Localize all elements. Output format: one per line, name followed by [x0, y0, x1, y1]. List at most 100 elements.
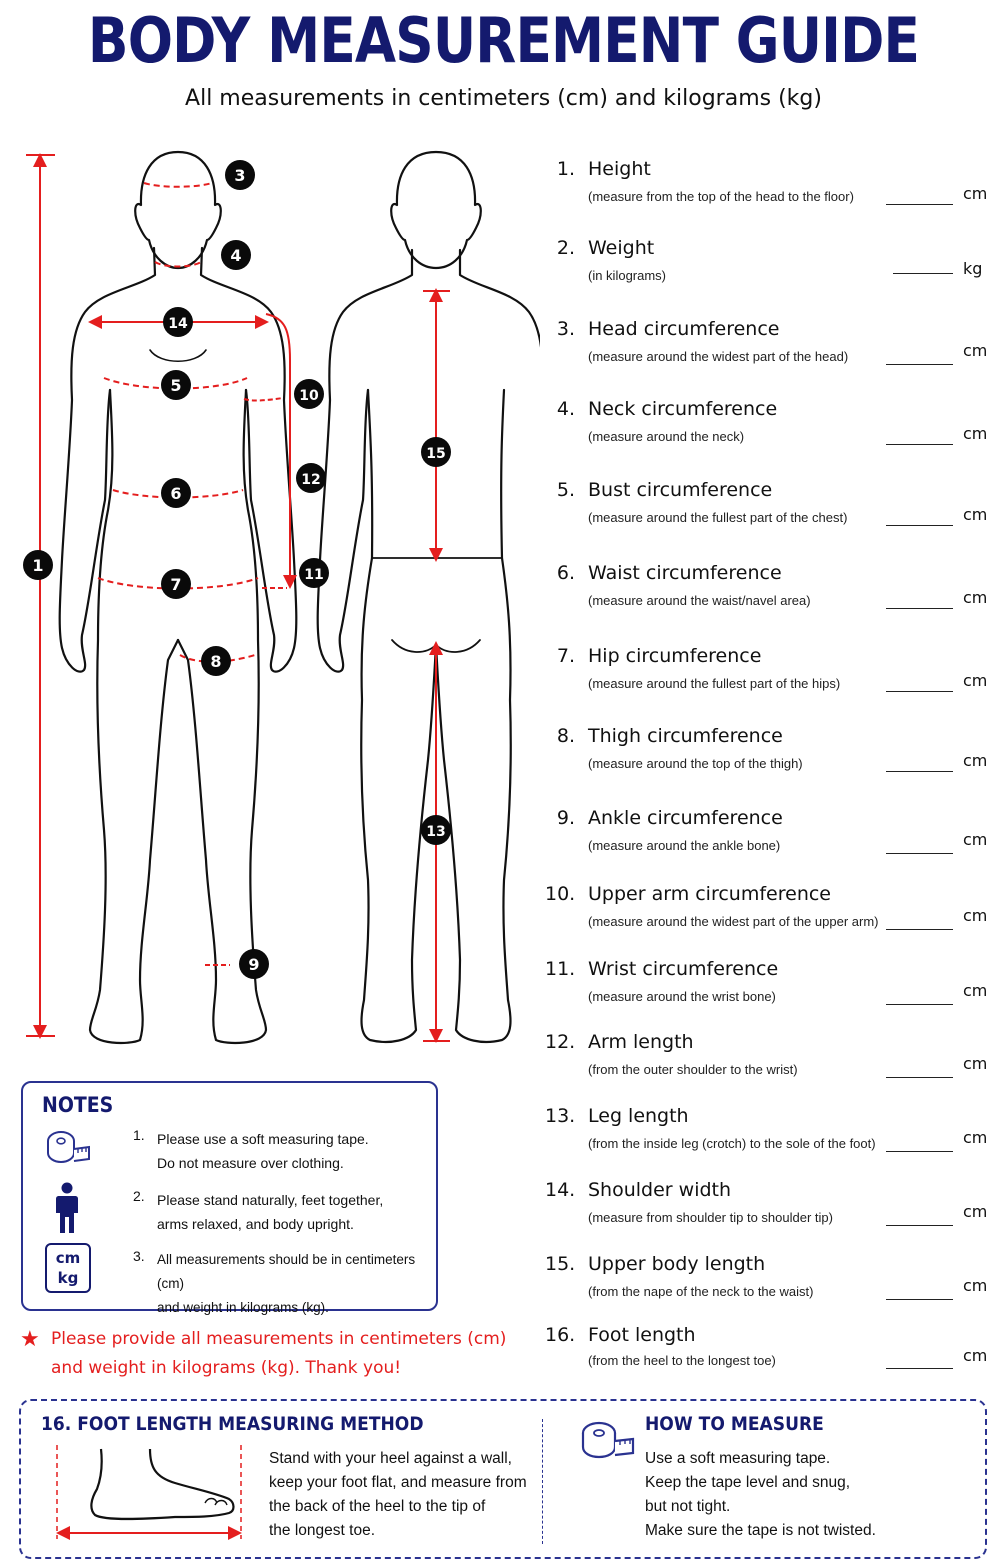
marker-label: 14: [168, 316, 188, 332]
measurement-unit: cm: [963, 1202, 988, 1221]
measurement-description: (measure from shoulder tip to shoulder t…: [588, 1210, 833, 1225]
measurement-description: (measure around the widest part of the h…: [588, 349, 849, 364]
measurement-name: Neck circumference: [588, 398, 778, 420]
marker-label: 6: [170, 484, 181, 503]
measurement-unit: cm: [963, 505, 988, 524]
measurement-description: (from the outer shoulder to the wrist): [588, 1062, 798, 1077]
foot-method-line: the back of the heel to the tip of: [269, 1498, 486, 1515]
notes-box: NOTES 1. Please use a soft measuring tap…: [21, 1081, 438, 1315]
measurement-number: 11.: [545, 958, 576, 980]
units-icon: cm kg: [45, 1243, 91, 1293]
measurement-input-line[interactable]: [886, 929, 953, 930]
star-icon: ★: [20, 1327, 40, 1352]
note-line: arms relaxed, and body upright.: [157, 1216, 354, 1232]
measurement-row: 1. Height (measure from the top of the h…: [545, 158, 1000, 218]
marker-label: 7: [170, 575, 181, 594]
measurement-input-line[interactable]: [886, 853, 953, 854]
marker-8: 8: [201, 646, 231, 676]
back-body-outline: [316, 150, 540, 1044]
measurement-number: 2.: [556, 237, 575, 259]
marker-label: 12: [301, 472, 320, 488]
measurement-name: Height: [588, 158, 651, 180]
measurement-unit: cm: [963, 906, 988, 925]
units-icon-cm: cm: [55, 1249, 81, 1267]
how-to-line: Make sure the tape is not twisted.: [645, 1522, 876, 1539]
measurement-row: 2. Weight (in kilograms) kg: [545, 237, 1000, 297]
marker-13: 13: [421, 815, 451, 845]
measurement-name: Upper arm circumference: [588, 883, 831, 905]
measurement-input-line[interactable]: [893, 273, 953, 274]
measurement-number: 16.: [545, 1324, 576, 1346]
marker-7: 7: [161, 569, 191, 599]
measurement-unit: cm: [963, 184, 988, 203]
measurement-unit: cm: [963, 671, 988, 690]
measurement-input-line[interactable]: [886, 771, 953, 772]
neck-line: [154, 261, 202, 268]
measurement-input-line[interactable]: [886, 1225, 953, 1226]
marker-label: 9: [248, 955, 259, 974]
measurement-input-line[interactable]: [886, 1077, 953, 1078]
measurement-input-line[interactable]: [886, 1299, 953, 1300]
upper-arm-line: [243, 397, 284, 402]
measurement-name: Foot length: [588, 1324, 696, 1346]
notes-title: NOTES: [42, 1093, 114, 1117]
measuring-tape-icon: [581, 1421, 635, 1459]
measurement-input-line[interactable]: [886, 364, 953, 365]
foot-method-line: Stand with your heel against a wall,: [269, 1450, 512, 1467]
measurement-row: 4. Neck circumference (measure around th…: [545, 398, 1000, 458]
marker-label: 11: [304, 567, 323, 583]
measurement-description: (measure from the top of the head to the…: [588, 189, 854, 204]
page-title: BODY MEASUREMENT GUIDE: [87, 4, 920, 77]
measurement-number: 9.: [556, 807, 575, 829]
measurement-input-line[interactable]: [886, 1151, 953, 1152]
measurement-unit: cm: [963, 1276, 988, 1295]
note-number: 3.: [133, 1248, 145, 1264]
foot-method-line: the longest toe.: [269, 1522, 375, 1539]
note-line: Do not measure over clothing.: [157, 1155, 344, 1171]
foot-method-text: Stand with your heel against a wall, kee…: [269, 1447, 527, 1543]
measurement-name: Arm length: [588, 1031, 694, 1053]
arm-length-line: [265, 313, 297, 589]
measurement-unit: kg: [963, 259, 983, 278]
thanks-line: Please provide all measurements in centi…: [51, 1329, 507, 1349]
marker-6: 6: [161, 478, 191, 508]
measurement-unit: cm: [963, 1128, 988, 1147]
marker-9: 9: [239, 949, 269, 979]
page-subtitle: All measurements in centimeters (cm) and…: [185, 86, 822, 111]
foot-method-line: keep your foot flat, and measure from: [269, 1474, 527, 1491]
measurement-description: (measure around the ankle bone): [588, 838, 781, 853]
how-to-text: Use a soft measuring tape. Keep the tape…: [645, 1447, 876, 1543]
thanks-line: and weight in kilograms (kg). Thank you!: [51, 1358, 402, 1378]
measurement-unit: cm: [963, 588, 988, 607]
marker-label: 1: [32, 556, 43, 575]
how-to-title: HOW TO MEASURE: [645, 1413, 824, 1435]
marker-15: 15: [421, 437, 451, 467]
marker-label: 10: [299, 388, 319, 404]
measurement-number: 10.: [545, 883, 576, 905]
measurement-name: Hip circumference: [588, 645, 762, 667]
note-line: All measurements should be in centimeter…: [157, 1252, 416, 1291]
measurement-row: 7. Hip circumference (measure around the…: [545, 645, 1000, 705]
marker-label: 5: [170, 376, 181, 395]
measurement-input-line[interactable]: [886, 608, 953, 609]
marker-1: 1: [23, 550, 53, 580]
measurement-description: (measure around the waist/navel area): [588, 593, 811, 608]
head-line: [143, 182, 213, 188]
measurement-input-line[interactable]: [886, 204, 953, 205]
measurement-unit: cm: [963, 751, 988, 770]
measurement-input-line[interactable]: [886, 1004, 953, 1005]
measurement-input-line[interactable]: [886, 1368, 953, 1369]
method-box: 16. FOOT LENGTH MEASURING METHOD Stand w…: [19, 1399, 987, 1559]
measurement-number: 12.: [545, 1031, 576, 1053]
measurement-description: (measure around the fullest part of the …: [588, 510, 848, 525]
measurement-input-line[interactable]: [886, 691, 953, 692]
measurement-row: 5. Bust circumference (measure around th…: [545, 479, 1000, 539]
marker-4: 4: [221, 240, 251, 270]
measurement-number: 3.: [556, 318, 575, 340]
measurement-description: (measure around the widest part of the u…: [588, 914, 879, 929]
measurement-input-line[interactable]: [886, 444, 953, 445]
measurement-input-line[interactable]: [886, 525, 953, 526]
measurement-row: 8. Thigh circumference (measure around t…: [545, 725, 1000, 785]
measurement-name: Ankle circumference: [588, 807, 783, 829]
measurement-number: 4.: [556, 398, 575, 420]
